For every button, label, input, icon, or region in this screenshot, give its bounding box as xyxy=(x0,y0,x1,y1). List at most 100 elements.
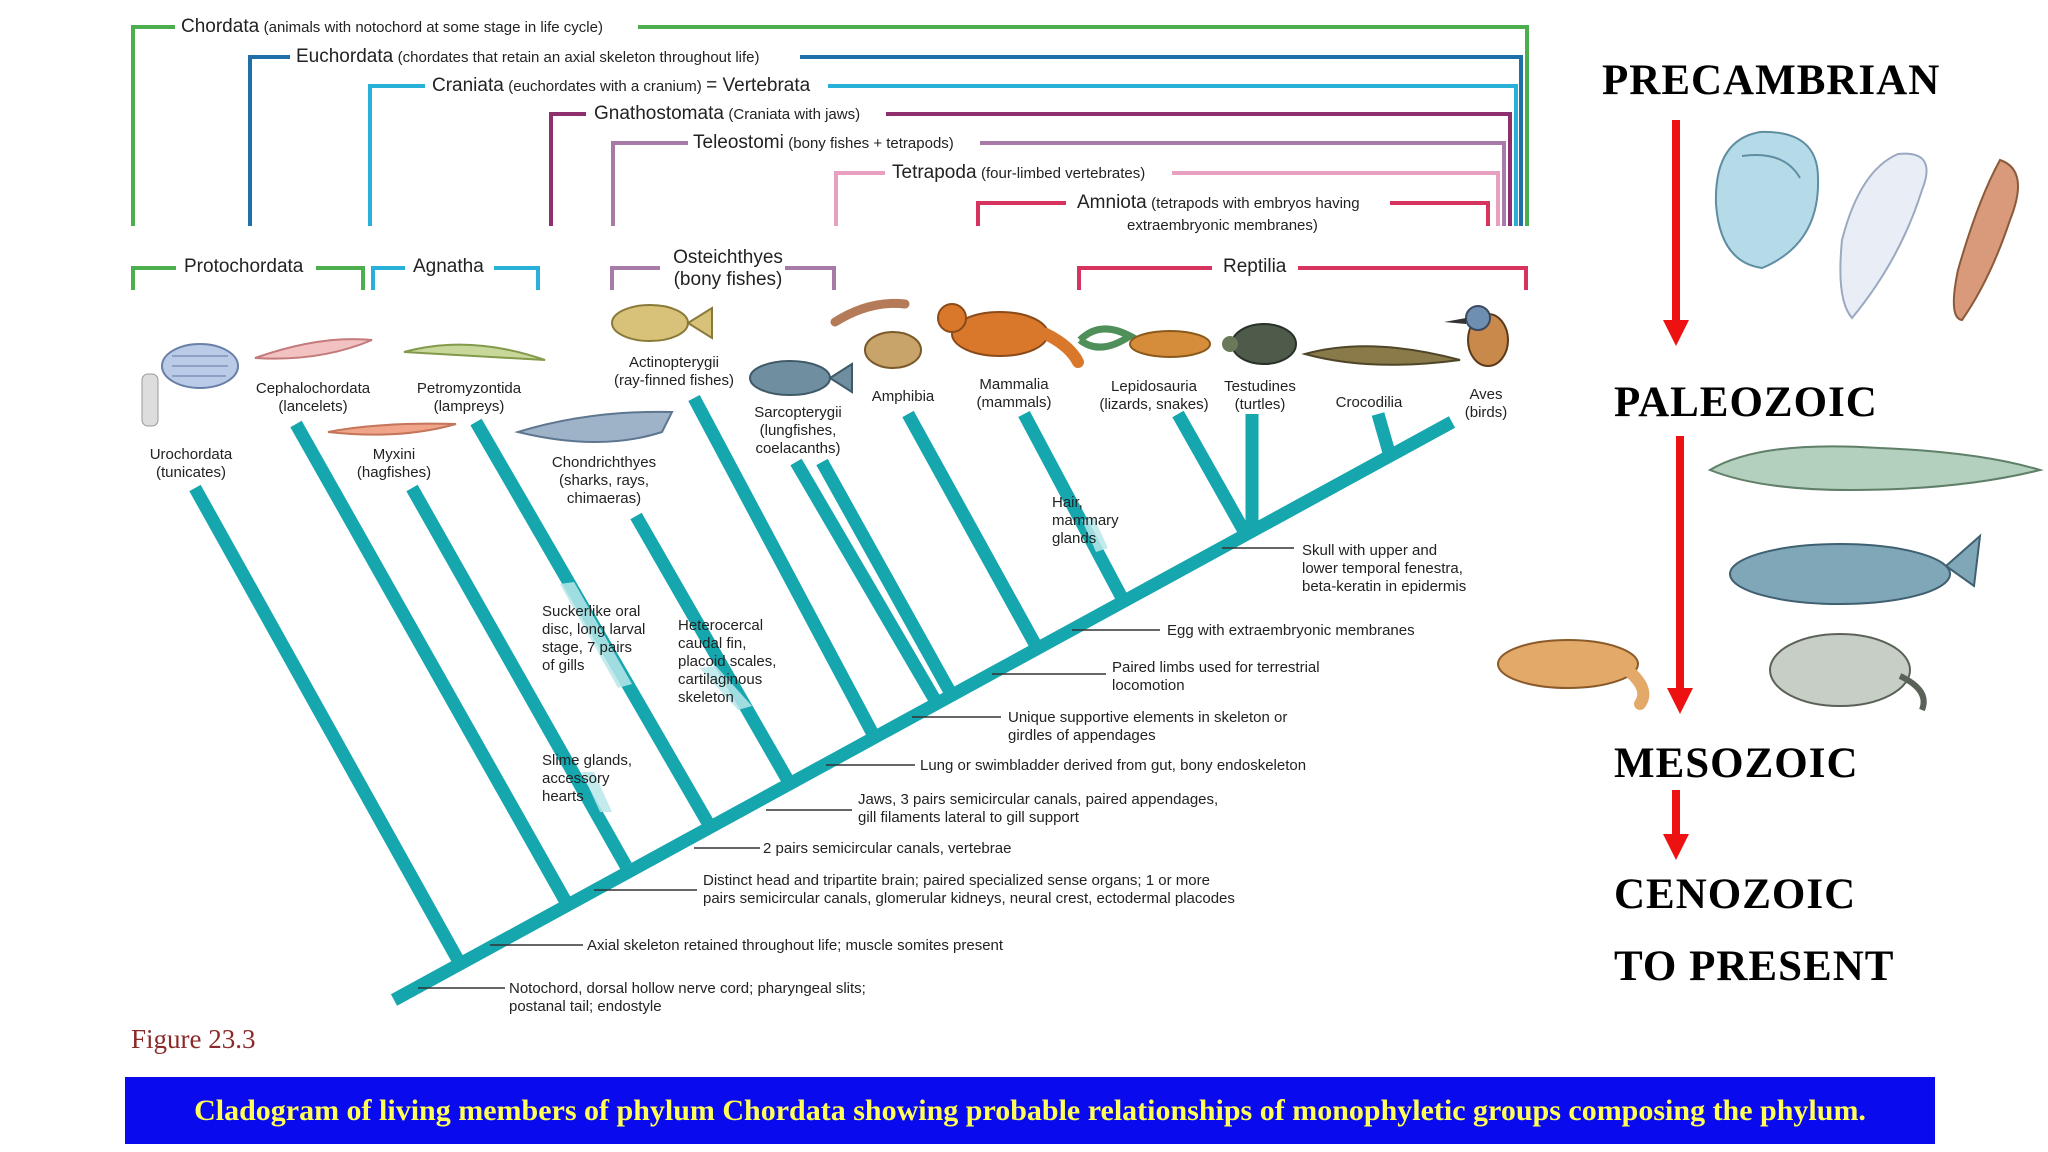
clade-desc: (tetrapods with embryos having xyxy=(1151,195,1360,212)
taxon-common: (hagfishes) xyxy=(356,464,432,481)
taxon-mammalia: Mammalia(mammals) xyxy=(964,376,1064,412)
turtle-icon xyxy=(1222,323,1297,365)
taxon-chondrichthyes: Chondrichthyes(sharks, rays,chimaeras) xyxy=(540,454,668,508)
clade-amniota-desc-2: extraembryonic membranes) xyxy=(1127,217,1318,234)
synapomorphy-9: Egg with extraembryonic membranes xyxy=(1167,622,1415,640)
taxon-common-2: chimaeras) xyxy=(566,490,642,507)
group-protochordata: Protochordata xyxy=(184,256,304,277)
taxon-common: (lizards, snakes) xyxy=(1099,396,1209,413)
taxon-name: Lepidosauria xyxy=(1111,378,1197,395)
trait-line: girdles of appendages xyxy=(1008,727,1156,744)
figure-label: Figure 23.3 xyxy=(131,1024,256,1054)
taxon-urochordata: Urochordata(tunicates) xyxy=(131,446,251,482)
clade-chordata: Chordata (animals with notochord at some… xyxy=(181,16,603,38)
clade-gnathostomata: Gnathostomata (Craniata with jaws) xyxy=(594,103,860,125)
era-arrows xyxy=(1663,120,1693,860)
paleozoic-lancelet-fish-icon xyxy=(1707,445,2044,492)
group-osteichthyes-line1: Osteichthyes xyxy=(673,247,783,268)
taxon-cephalochordata: Cephalochordata(lancelets) xyxy=(248,380,378,416)
note-line: Slime glands, xyxy=(542,752,633,769)
paleozoic-salamander-icon xyxy=(1497,639,1650,710)
branch-mammalia xyxy=(1018,410,1128,602)
trait-line: beta-keratin in epidermis xyxy=(1302,578,1467,595)
coelacanth-icon xyxy=(749,360,853,396)
precambrian-larva-icon xyxy=(1839,152,1928,320)
note-line: stage, 7 pairs xyxy=(542,639,633,656)
taxon-common: (lancelets) xyxy=(278,398,348,415)
perch-icon xyxy=(611,304,713,342)
clade-desc: (four-limbed vertebrates) xyxy=(980,165,1146,182)
taxon-name: Mammalia xyxy=(979,376,1049,393)
era-cenozoic: CENOZOIC xyxy=(1614,871,1857,918)
taxon-common-2: coelacanths) xyxy=(755,440,841,457)
shark-icon xyxy=(514,410,674,443)
osteichthyes-bracket xyxy=(610,266,836,290)
clade-name: Amniota xyxy=(1077,192,1147,213)
clade-euchordata: Euchordata (chordates that retain an axi… xyxy=(296,46,760,68)
taxon-aves: Aves(birds) xyxy=(1450,386,1522,422)
taxon-name: Chondrichthyes xyxy=(551,454,657,471)
trait-line: 2 pairs semicircular canals, vertebrae xyxy=(763,840,1012,857)
taxon-name: Cephalochordata xyxy=(255,380,371,397)
taxon-name: Urochordata xyxy=(149,446,233,463)
cladogram-tree xyxy=(189,394,1456,1006)
note-line: Hair, xyxy=(1052,494,1083,511)
trait-line: gill filaments lateral to gill support xyxy=(858,809,1079,826)
synapomorphy-4: 2 pairs semicircular canals, vertebrae xyxy=(763,840,1011,858)
branch-chondrichthyes xyxy=(630,512,796,788)
myxini-trait-mark xyxy=(582,772,612,812)
taxon-sarcopterygii: Sarcopterygii(lungfishes,coelacanths) xyxy=(742,404,854,458)
branch-actinopterygii xyxy=(688,394,881,742)
synapomorphy-1: Notochord, dorsal hollow nerve cord; pha… xyxy=(509,980,866,1016)
note-line: accessory xyxy=(542,770,610,787)
trait-line: Lung or swimbladder derived from gut, bo… xyxy=(920,757,1307,774)
euchordata-bracket xyxy=(248,55,1523,226)
clade-amniota: Amniota (tetrapods with embryos having xyxy=(1077,192,1360,214)
chordata-bracket xyxy=(131,25,1529,226)
trait-line: Egg with extraembryonic membranes xyxy=(1167,622,1415,639)
taxon-common: (lungfishes, xyxy=(759,422,837,439)
note-line: glands xyxy=(1052,530,1097,547)
caption-text: Cladogram of living members of phylum Ch… xyxy=(194,1093,1866,1127)
lancelet-icon xyxy=(254,338,373,360)
taxon-common: (ray-finned fishes) xyxy=(613,372,735,389)
note-line: disc, long larval xyxy=(542,621,646,638)
taxon-lepidosauria: Lepidosauria(lizards, snakes) xyxy=(1092,378,1216,414)
gnathostomata-bracket xyxy=(549,112,1512,226)
teleostomi-bracket xyxy=(611,141,1506,226)
branch-lepidosauria xyxy=(1172,410,1250,535)
trait-line: pairs semicircular canals, glomerular ki… xyxy=(703,890,1235,907)
branch-myxini xyxy=(406,484,632,870)
taxon-crocodilia: Crocodilia xyxy=(1324,394,1414,412)
taxon-name: Testudines xyxy=(1224,378,1296,395)
clade-desc: (bony fishes + tetrapods) xyxy=(788,135,954,152)
trait-line: lower temporal fenestra, xyxy=(1302,560,1463,577)
kingfisher-icon xyxy=(1444,305,1509,367)
taxon-name: Amphibia xyxy=(871,388,935,405)
note-line: placoid scales, xyxy=(678,653,777,670)
note-line: mammary xyxy=(1052,512,1119,529)
trait-line: locomotion xyxy=(1112,677,1185,694)
branch-cephalochordata xyxy=(290,420,572,906)
taxon-common: (tunicates) xyxy=(155,464,227,481)
clade-desc: (animals with notochord at some stage in… xyxy=(263,19,603,36)
clade-name: Gnathostomata xyxy=(594,103,724,124)
clade-name: Euchordata xyxy=(296,46,394,67)
chondrichthyes-trait-mark xyxy=(700,666,752,710)
taxon-amphibia: Amphibia xyxy=(858,388,948,406)
amniota-bracket xyxy=(976,201,1490,226)
taxon-common: (mammals) xyxy=(976,394,1052,411)
taxon-common: (sharks, rays, xyxy=(558,472,649,489)
taxon-petromyzontida: Petromyzontida(lampreys) xyxy=(404,380,534,416)
taxon-name: Petromyzontida xyxy=(416,380,522,397)
note-line: of gills xyxy=(542,657,585,674)
taxon-name: Actinopterygii xyxy=(628,354,720,371)
precambrian-worm-icon xyxy=(1952,158,2019,322)
taxon-myxini: Myxini(hagfishes) xyxy=(344,446,444,482)
fox-icon xyxy=(937,303,1084,368)
group-osteichthyes: Osteichthyes(bony fishes) xyxy=(671,247,785,291)
